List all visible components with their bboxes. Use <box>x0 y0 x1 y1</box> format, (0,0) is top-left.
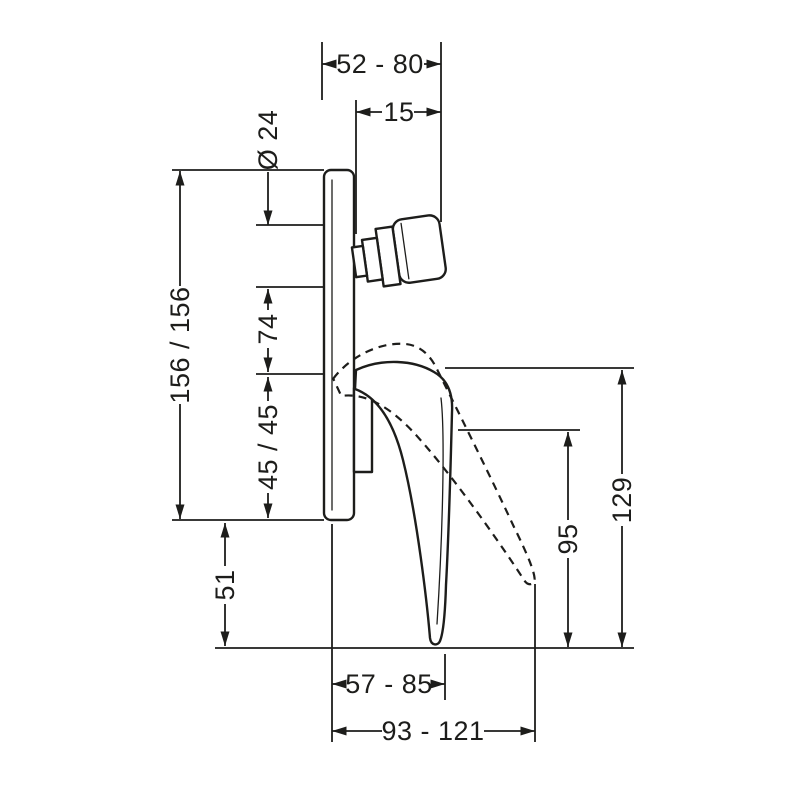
dimension-label-reach-total: 129 <box>607 477 637 524</box>
wall-plate <box>322 168 356 522</box>
dimension-label-spindle-to-handle: 74 <box>253 313 283 344</box>
lever-handle-contour <box>436 397 444 625</box>
dimension-label-spindle-protrusion: 15 <box>383 97 414 127</box>
valve-spindle <box>350 214 447 288</box>
lever-handle-open-dashed <box>332 342 536 586</box>
mixer-body <box>322 168 536 646</box>
dimension-label-width-top: 52 - 80 <box>336 49 424 79</box>
lever-handle-closed <box>353 360 454 646</box>
dimension-label-protrusion-open: 93 - 121 <box>381 716 484 746</box>
dimension-label-protrusion-closed: 57 - 85 <box>345 669 433 699</box>
dimension-label-plate-height: 156 / 156 <box>165 286 195 403</box>
dimension-label-handle-offset: 45 / 45 <box>253 404 283 490</box>
dimension-labels: 52 - 80 15 Ø 24 156 / 156 74 45 / 45 51 … <box>165 49 637 746</box>
dimension-label-spindle-diameter: Ø 24 <box>253 110 283 171</box>
dimension-label-below-plate: 51 <box>210 569 240 600</box>
extension-lines <box>172 42 634 742</box>
dimension-label-reach-open: 95 <box>553 523 583 554</box>
dimension-lines <box>175 59 627 736</box>
handle-mount-block <box>352 386 374 474</box>
spindle-neck <box>350 244 369 279</box>
spindle-knurl-line <box>400 222 410 280</box>
